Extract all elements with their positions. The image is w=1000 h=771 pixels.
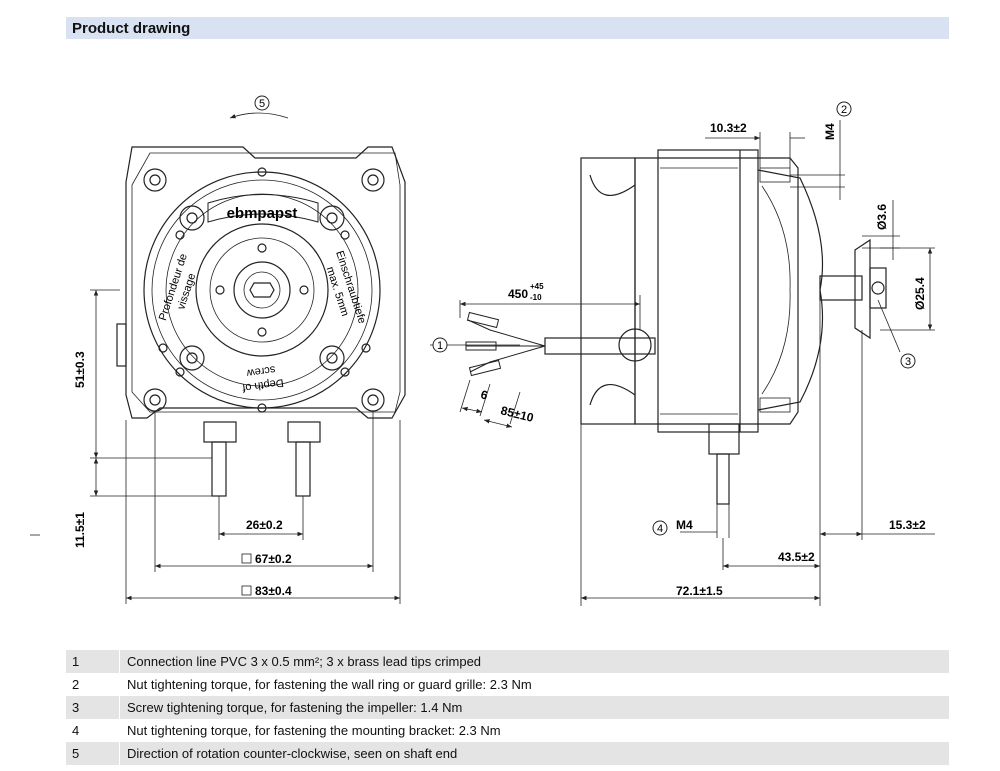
dim-6: 6	[479, 387, 489, 402]
note-text: Nut tightening torque, for fastening the…	[127, 677, 532, 692]
note-number: 2	[72, 677, 80, 692]
callout-2: 2	[841, 104, 847, 116]
section-header: Product drawing	[66, 17, 949, 39]
dim-10-3: 10.3±2	[710, 121, 747, 135]
dim-72-1: 72.1±1.5	[676, 584, 723, 598]
logo-text: ebmpapst	[227, 205, 298, 222]
note-row: 3 Screw tightening torque, for fastening…	[66, 696, 949, 719]
dim-dia-25-4: Ø25.4	[913, 277, 927, 310]
dim-43-5: 43.5±2	[778, 550, 815, 564]
dim-m4-top: M4	[823, 123, 837, 140]
callout-1: 1	[437, 340, 443, 352]
dim-67: 67±0.2	[255, 552, 292, 566]
engraving-right: Einschraubtiefe max. 5mm	[324, 249, 368, 325]
corner-screw	[361, 388, 385, 412]
dim-15-3: 15.3±2	[889, 518, 926, 532]
engraving-bottom-line-1: Depth of	[241, 376, 285, 394]
note-text: Connection line PVC 3 x 0.5 mm²; 3 x bra…	[127, 654, 482, 669]
front-view-dimensions	[30, 112, 401, 604]
note-row: 4 Nut tightening torque, for fastening t…	[66, 719, 949, 742]
note-row: 5 Direction of rotation counter-clockwis…	[66, 742, 949, 765]
dim-11-5: 11.5±1	[73, 512, 87, 548]
note-number: 4	[72, 723, 80, 738]
note-text: Screw tightening torque, for fastening t…	[127, 700, 463, 715]
note-number: 3	[72, 700, 80, 715]
callout-markers	[254, 95, 916, 536]
product-drawing: ebmpapst Profondeur de vissage Einschrau…	[30, 95, 935, 606]
dimension-labels: 10.3±2 M4 Ø3.6 Ø25.4 450 +45 -10 6 85±10…	[73, 121, 927, 598]
note-row: 2 Nut tightening torque, for fastening t…	[66, 673, 949, 696]
callout-3: 3	[905, 356, 911, 368]
front-view	[116, 146, 406, 497]
dim-85: 85±10	[499, 403, 535, 425]
dim-450-tol-lower: -10	[530, 293, 542, 302]
dim-26: 26±0.2	[246, 518, 283, 532]
corner-screw	[143, 168, 167, 192]
cable-wires	[465, 311, 546, 377]
note-row: 1 Connection line PVC 3 x 0.5 mm²; 3 x b…	[66, 650, 949, 673]
corner-screw	[361, 168, 385, 192]
side-view-dimensions	[430, 120, 935, 606]
side-view	[544, 149, 887, 505]
dim-450: 450	[508, 287, 528, 301]
callout-4: 4	[657, 523, 663, 535]
mounting-boss	[179, 345, 205, 371]
engraving-bottom-line-2: screw	[246, 363, 276, 379]
mounting-boss	[179, 205, 205, 231]
dim-450-tol-upper: +45	[530, 282, 544, 291]
note-number: 5	[72, 746, 80, 761]
dim-51: 51±0.3	[73, 351, 87, 388]
callout-labels: 5 2 3 4 1	[259, 98, 911, 535]
mounting-boss	[319, 345, 345, 371]
callout-5: 5	[259, 98, 265, 110]
note-number: 1	[72, 654, 80, 669]
dim-dia-3-6: Ø3.6	[875, 204, 889, 230]
dim-83: 83±0.4	[255, 584, 292, 598]
engraving-bottom: Depth of screw	[241, 363, 285, 394]
mounting-boss	[319, 205, 345, 231]
dim-m4-bottom: M4	[676, 518, 693, 532]
note-text: Direction of rotation counter-clockwise,…	[127, 746, 458, 761]
corner-screw	[143, 388, 167, 412]
section-title: Product drawing	[72, 20, 191, 37]
note-text: Nut tightening torque, for fastening the…	[127, 723, 501, 738]
notes-table: 1 Connection line PVC 3 x 0.5 mm²; 3 x b…	[66, 650, 949, 765]
